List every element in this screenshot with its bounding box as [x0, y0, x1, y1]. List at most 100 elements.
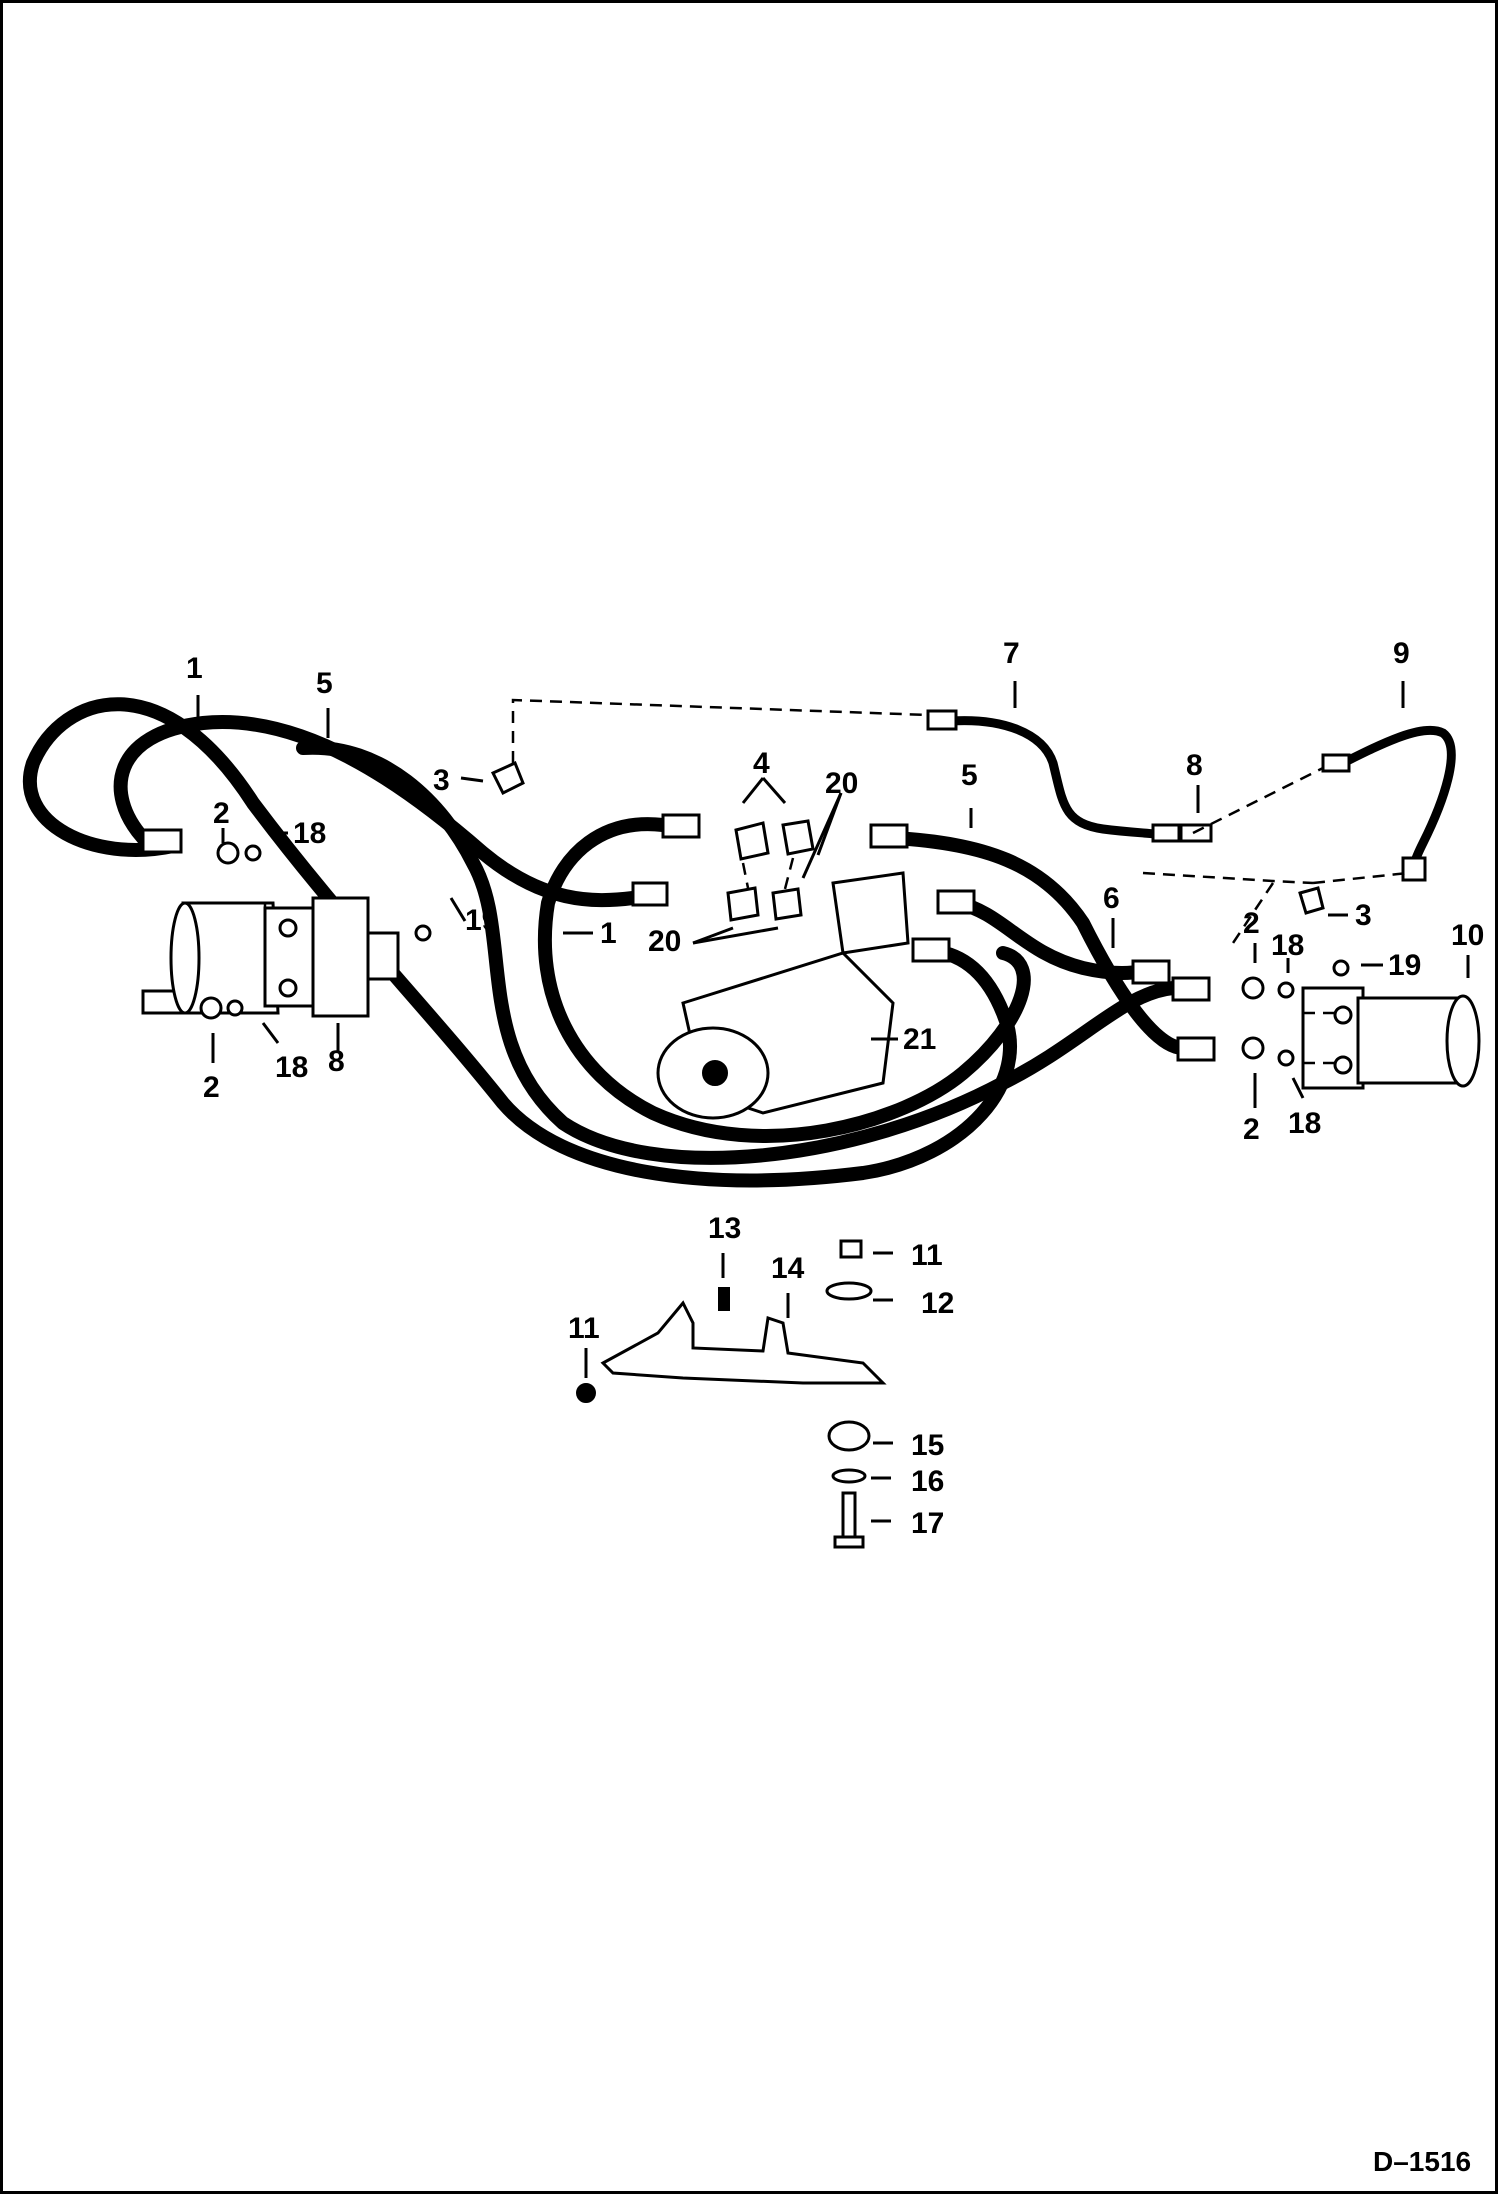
callout-11: 11 — [568, 1312, 600, 1345]
bolt-head — [833, 1535, 865, 1549]
callout-13: 13 — [708, 1212, 741, 1245]
callout-20: 20 — [648, 925, 681, 958]
callout-19: 19 — [1388, 949, 1421, 982]
callout-5: 5 — [316, 667, 333, 700]
callout-17: 17 — [911, 1507, 944, 1540]
pump-input-shaft — [702, 1060, 728, 1086]
o-ring — [1332, 959, 1350, 977]
hose-fitting — [1321, 753, 1351, 773]
adapter-fitting — [1241, 1036, 1265, 1060]
callout-12: 12 — [921, 1287, 954, 1320]
motor-end-cap — [1445, 994, 1481, 1088]
callout-16: 16 — [911, 1465, 944, 1498]
o-ring — [1277, 1049, 1295, 1067]
motor-flange — [311, 896, 370, 1018]
bolt — [841, 1491, 857, 1543]
callout-3: 3 — [433, 764, 450, 797]
hose-fitting — [631, 881, 669, 907]
hose-fitting — [661, 813, 701, 839]
motor-port — [278, 978, 298, 998]
motor-shaft — [366, 931, 400, 981]
callout-20: 20 — [825, 767, 858, 800]
motor-port-block — [1301, 986, 1365, 1090]
elbow-fitting — [726, 886, 760, 922]
bolt — [718, 1287, 730, 1311]
hose-fitting — [1171, 976, 1211, 1002]
callout-2: 2 — [1243, 907, 1260, 940]
hydrostatic-pump — [656, 819, 910, 1120]
callouts: 1 5 3 2 18 19 2 18 8 1 4 20 20 21 7 5 8 … — [186, 637, 1484, 1540]
o-ring — [226, 999, 244, 1017]
phantom-lines — [263, 698, 1409, 1065]
mount-bracket-assembly — [576, 1239, 887, 1549]
callout-3: 3 — [1355, 899, 1372, 932]
o-ring — [244, 844, 262, 862]
callout-5: 5 — [961, 759, 978, 792]
callout-14: 14 — [771, 1252, 805, 1285]
motor-port — [278, 918, 298, 938]
rubber-isolator — [827, 1420, 871, 1452]
callout-18: 18 — [1271, 929, 1304, 962]
coupling-fitting — [1179, 823, 1213, 843]
hose-9 — [1338, 725, 1456, 878]
o-ring — [1277, 981, 1295, 999]
callout-1: 1 — [600, 917, 617, 950]
mount-bracket — [600, 1300, 887, 1385]
callout-11: 11 — [911, 1239, 943, 1272]
hose-5-left — [296, 740, 1180, 1165]
callout-4: 4 — [753, 747, 770, 780]
hose-fitting — [1151, 823, 1181, 843]
nut — [576, 1383, 596, 1403]
elbow-fitting — [734, 821, 770, 861]
callout-18: 18 — [293, 817, 326, 850]
callout-7: 7 — [1003, 637, 1020, 670]
callout-2: 2 — [1243, 1113, 1260, 1146]
hose-fitting — [1401, 856, 1427, 882]
hose-6 — [951, 896, 1150, 980]
adapter-fitting — [199, 996, 223, 1020]
hose-fitting — [869, 823, 909, 849]
callout-1: 1 — [186, 652, 203, 685]
callout-21: 21 — [903, 1023, 936, 1056]
callout-8: 8 — [328, 1045, 345, 1078]
hose-fitting — [1176, 1036, 1216, 1062]
hose-fitting — [936, 889, 976, 915]
elbow-fitting — [1298, 886, 1325, 915]
right-drive-motor — [1301, 986, 1481, 1090]
callout-18: 18 — [1288, 1107, 1321, 1140]
hose-7 — [946, 716, 1168, 840]
callout-6: 6 — [1103, 882, 1120, 915]
elbow-fitting — [781, 819, 815, 856]
hose-fitting — [141, 828, 183, 854]
callout-18: 18 — [275, 1051, 308, 1084]
hose-fitting — [926, 709, 958, 731]
hose-5-upper-right — [886, 831, 1190, 1055]
nut — [839, 1239, 863, 1259]
hoses — [22, 697, 1456, 1188]
washer — [831, 1468, 867, 1484]
hydraulic-drive-exploded-view: 1 5 3 2 18 19 2 18 8 1 4 20 20 21 7 5 8 … — [22, 637, 1484, 2177]
hose-fitting — [1131, 959, 1171, 985]
hose-fittings — [141, 709, 1427, 1062]
washer — [825, 1281, 873, 1301]
motor-port — [1333, 1055, 1353, 1075]
callout-2: 2 — [203, 1071, 220, 1104]
hose-5-right — [537, 817, 1031, 1143]
callout-10: 10 — [1451, 919, 1484, 952]
motor-port — [1333, 1005, 1353, 1025]
left-drive-motor — [169, 896, 400, 1018]
drawing-code: D–1516 — [1373, 2146, 1471, 2177]
adapter-fitting — [1241, 976, 1265, 1000]
hose-fitting — [911, 937, 951, 963]
callout-8: 8 — [1186, 749, 1203, 782]
motor-end-cap — [169, 901, 201, 1015]
adapter-fitting — [216, 841, 240, 865]
pump-valve-block — [831, 871, 910, 955]
callout-2: 2 — [213, 797, 230, 830]
leader-lines — [196, 681, 1470, 1523]
callout-15: 15 — [911, 1429, 944, 1462]
callout-9: 9 — [1393, 637, 1410, 670]
callout-19: 19 — [465, 904, 498, 937]
elbow-fitting — [771, 887, 803, 921]
